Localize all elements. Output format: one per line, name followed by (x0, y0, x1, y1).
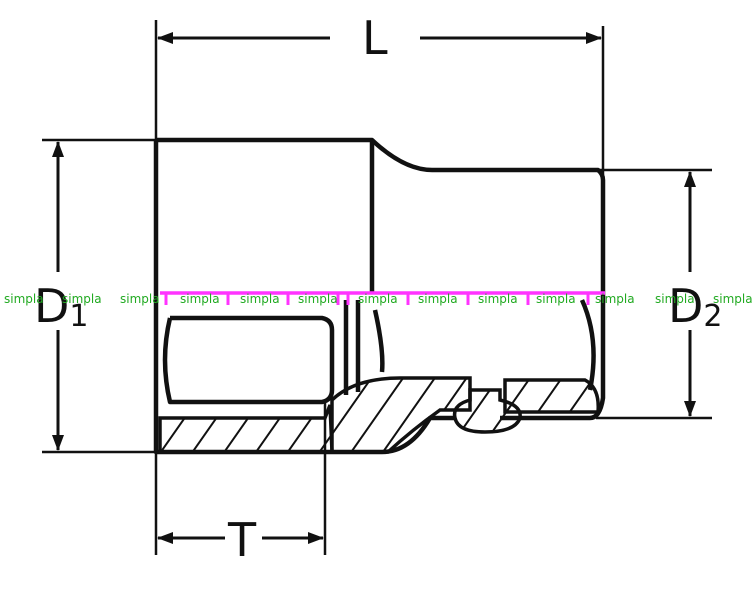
watermark-text: simpla (655, 292, 695, 306)
dimension-label-d2: D2 (668, 279, 723, 334)
dimension-label-d1: D1 (34, 279, 89, 334)
watermark-text: simpla (298, 292, 338, 306)
watermark-text: simpla (358, 292, 398, 306)
hatched-section (158, 376, 600, 454)
socket-inner-curve (579, 299, 596, 391)
dimension-lines (52, 32, 696, 544)
watermark-text: simpla (240, 292, 280, 306)
watermark-texts: simpla simpla simpla simpla simpla simpla simp… (4, 292, 752, 306)
watermark-text: simpla (4, 292, 44, 306)
bore-step-curve (372, 309, 385, 373)
dimension-label-d2-sub: 2 (703, 299, 722, 334)
dimension-label-d1-sub: 1 (69, 299, 88, 334)
watermark-text: simpla (120, 292, 160, 306)
hatch-region-center (330, 376, 472, 454)
dimension-label-l: L (362, 11, 388, 65)
hex-bore-outline (162, 315, 335, 405)
extension-lines (42, 20, 712, 555)
watermark-text: simpla (62, 292, 102, 306)
watermark-text: simpla (478, 292, 518, 306)
hatch-region-right (503, 378, 600, 414)
watermark-text: simpla (713, 292, 752, 306)
watermark-ticks (164, 293, 590, 305)
watermark-text: simpla (418, 292, 458, 306)
dimension-label-d2-main: D (668, 279, 703, 333)
retaining-pin (452, 388, 522, 434)
dimension-label-d1-main: D (34, 279, 69, 333)
watermark-text: simpla (536, 292, 576, 306)
watermark-text: simpla (180, 292, 220, 306)
dimension-label-t: T (227, 513, 257, 567)
hatch-region-lower-left (158, 404, 334, 454)
watermark-text: simpla (595, 292, 635, 306)
watermark-overlay: simpla simpla simpla simpla simpla simpla simp… (4, 291, 752, 306)
